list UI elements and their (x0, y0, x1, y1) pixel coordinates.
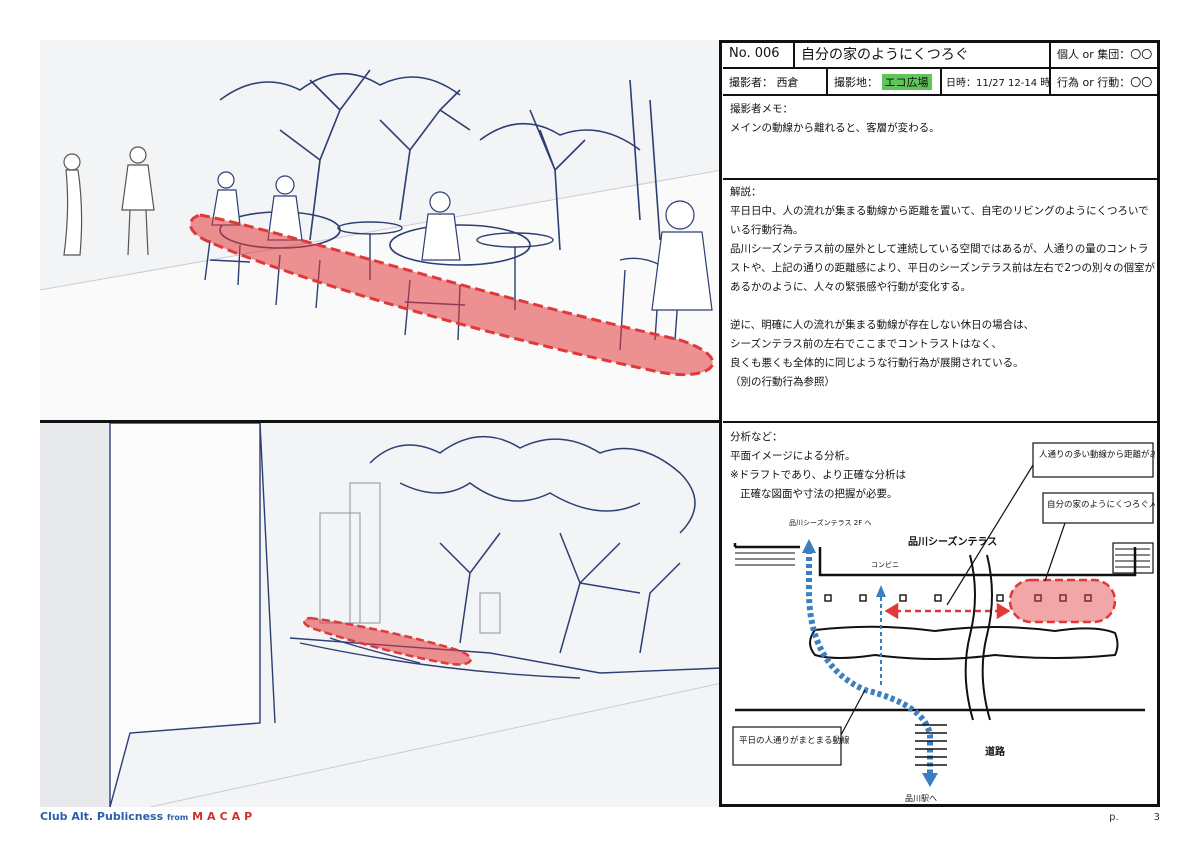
analysis-line-3: 正確な図面や寸法の把握が必要。 (740, 488, 898, 500)
plan-diagram: 人通りの多い動線から距離がある 自分の家のようにくつろぐ人たちのエリア 品川シー… (732, 442, 1155, 803)
label-terrace: 品川シーズンテラス (908, 535, 997, 548)
location-label: 撮影地： (834, 75, 878, 89)
memo-body: メインの動線から離れると、客層が変わる。 (730, 122, 940, 134)
datetime-field: 日時：11/27 12-14 時 (942, 69, 1049, 96)
explanation-line: シーズンテラス前の左右でここまでコントラストはなく、 (730, 338, 1003, 350)
label-station: 品川駅へ (905, 794, 937, 803)
photo-top-seating-area (40, 40, 722, 423)
explanation-line: 平日日中、人の流れが集まる動線から距離を置いて、自宅のリビングのようにくつろいで… (730, 205, 1149, 236)
highlight-relax-area-far (303, 616, 472, 666)
behavior-field: 行為 or 行動：〇〇 (1051, 69, 1157, 96)
explanation-body: 平日日中、人の流れが集まる動線から距離を置いて、自宅のリビングのようにくつろいで… (730, 202, 1156, 392)
brand-macap: MACAP (192, 810, 257, 823)
footer-brand: Club Alt. Publicness from MACAP (40, 810, 256, 823)
brand-name: Club Alt. Publicness (40, 810, 164, 823)
explanation-line: （別の行動行為参照） (730, 376, 835, 388)
memo-heading: 撮影者メモ： (730, 103, 793, 115)
label-conbini: コンビニ (871, 560, 899, 569)
sheet-title: 自分の家のようにくつろぐ (795, 40, 1049, 69)
analysis-line-2: ※ドラフトであり、より正確な分析は (730, 469, 907, 481)
label-road: 道路 (985, 745, 1006, 758)
explanation-line: 良くも悪くも全体的に同じような行動行為が展開されている。 (730, 357, 1024, 369)
analysis-line-1: 平面イメージによる分析。 (730, 450, 856, 462)
photo-bottom-street-view (40, 423, 722, 807)
brand-from: from (167, 813, 189, 822)
analysis-heading: 分析など： (730, 431, 783, 443)
explanation-line (730, 297, 1156, 316)
group-field: 個人 or 集団：〇〇 (1051, 40, 1157, 69)
location-field: 撮影地： エコ広場 (828, 69, 940, 96)
highlight-relax-area (189, 213, 715, 377)
divider (723, 178, 1157, 180)
sheet-number: No. 006 (723, 40, 793, 69)
page-value: 3 (1153, 812, 1160, 823)
label-entrance: 品川シーズンテラス 2F へ (789, 518, 871, 527)
divider (723, 421, 1157, 423)
explanation-line: 逆に、明確に人の流れが集まる動線が存在しない休日の場合は、 (730, 319, 1035, 331)
photographer-field: 撮影者： 西倉 (723, 69, 826, 96)
explanation-heading: 解説： (730, 186, 762, 198)
explanation-line: 品川シーズンテラス前の屋外として連続している空間ではあるが、人通りの量のコントラ… (730, 243, 1155, 293)
label-weekday-flow: 平日の人通りがまとまる動線 (739, 735, 850, 746)
relax-area-marker (1008, 578, 1117, 624)
sketch-illustration-bottom (40, 423, 719, 807)
page-prefix: p. (1109, 812, 1119, 823)
page-number: p. 3 (1109, 812, 1160, 823)
label-distance: 人通りの多い動線から距離がある (1039, 449, 1155, 460)
sketch-illustration-top (40, 40, 719, 420)
label-area: 自分の家のようにくつろぐ人たちのエリア (1047, 499, 1155, 510)
location-value: エコ広場 (881, 73, 932, 90)
